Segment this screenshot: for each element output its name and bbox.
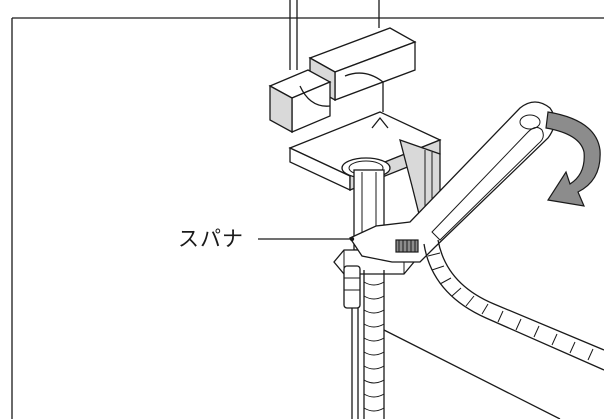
hose-connector [343, 265, 361, 309]
curved-arrow-clockwise-icon [545, 111, 601, 207]
callout-leader [258, 236, 355, 242]
cabinet-edge [383, 329, 561, 419]
wrench-label: スパナ [178, 227, 244, 251]
spout-block [268, 27, 417, 134]
wrench [349, 101, 556, 263]
supply-hose [351, 308, 359, 419]
frame [11, 17, 604, 419]
supply-pipe [289, 0, 380, 70]
outlet-hose [423, 239, 604, 371]
braided-hose [363, 270, 385, 419]
